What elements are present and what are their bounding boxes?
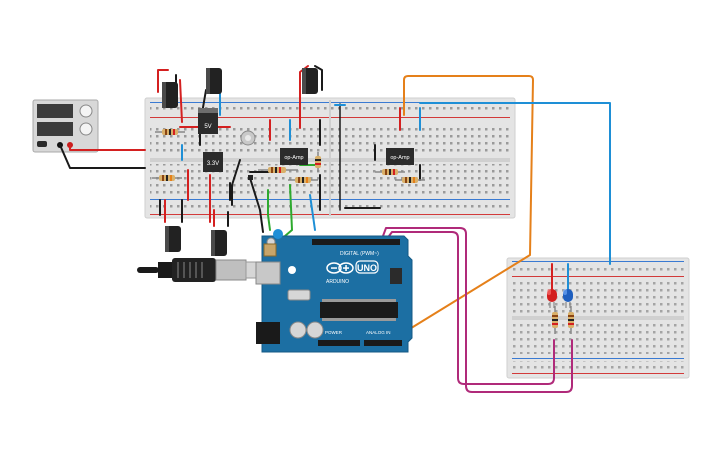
wire-magenta-2 — [388, 231, 555, 385]
capacitor-icon[interactable] — [302, 68, 318, 94]
wire-orange — [394, 75, 534, 339]
junction-marker — [248, 175, 253, 180]
power-header[interactable] — [318, 340, 360, 346]
uno-label: UNO — [357, 263, 377, 273]
voltage-regulator-5v[interactable]: 5V — [198, 108, 218, 134]
wire-green-1 — [267, 189, 271, 231]
resistor-icon[interactable] — [568, 306, 574, 334]
resistor-icon[interactable] — [552, 306, 558, 334]
arduino-logo-icon — [326, 262, 354, 274]
led-red-icon[interactable] — [547, 289, 557, 308]
capacitors — [162, 68, 318, 256]
breadboard-right[interactable] — [506, 257, 690, 379]
atmega-chip — [320, 302, 398, 318]
capacitor-icon[interactable] — [165, 226, 181, 252]
usb-cable[interactable] — [137, 258, 267, 282]
arduino-brand-label: ARDUINO — [326, 279, 349, 285]
analog-label: ANALOG IN — [366, 330, 391, 335]
resistor-icon[interactable] — [315, 152, 321, 172]
power-supply[interactable] — [32, 99, 99, 153]
resistor-icon[interactable] — [155, 129, 185, 135]
usb-port — [255, 261, 281, 285]
digital-label: DIGITAL (PWM~) — [340, 251, 379, 257]
power-jack — [256, 322, 280, 344]
reset-button[interactable] — [273, 229, 283, 239]
opamp-1-label: op-Amp — [284, 155, 303, 161]
wire-magenta-1 — [382, 227, 573, 393]
current-knob-icon[interactable] — [79, 122, 93, 136]
digital-header[interactable] — [312, 239, 400, 245]
opamp-2-label: op-Amp — [390, 155, 409, 161]
wire-blue-arduino — [309, 194, 316, 231]
capacitor-icon[interactable] — [162, 82, 178, 108]
led-blue-icon[interactable] — [563, 289, 573, 308]
regulator-5v-label: 5V — [204, 124, 211, 130]
capacitor-icon[interactable] — [206, 68, 222, 94]
arduino-uno-board[interactable]: DIGITAL (PWM~) UNO ARDUINO POWER ANALOG … — [255, 229, 413, 353]
regulator-3v3-label: 3.3V — [207, 161, 219, 167]
wires — [59, 65, 611, 393]
breadboard-main[interactable] — [144, 97, 516, 219]
potentiometer-icon[interactable] — [240, 130, 256, 146]
voltage-knob-icon[interactable] — [79, 104, 93, 118]
wire-green-2 — [284, 184, 293, 237]
resistor-icon[interactable] — [258, 167, 298, 173]
resistor-icon[interactable] — [288, 177, 318, 183]
opamp-chip-2[interactable]: op-Amp — [386, 148, 414, 165]
power-label: POWER — [325, 330, 343, 335]
capacitor-icon[interactable] — [211, 230, 227, 256]
wire-blue-long — [419, 102, 611, 265]
resistors — [152, 129, 574, 334]
resistor-icon[interactable] — [395, 177, 425, 183]
voltage-regulator-3v3[interactable]: 3.3V — [203, 152, 223, 172]
wire-red — [69, 144, 146, 151]
resistor-icon[interactable] — [375, 169, 405, 175]
wire-black — [59, 144, 146, 169]
opamp-chip-1[interactable]: op-Amp — [280, 148, 308, 165]
resistor-icon[interactable] — [152, 175, 182, 181]
analog-header[interactable] — [364, 340, 402, 346]
reset-switch[interactable] — [263, 243, 277, 257]
